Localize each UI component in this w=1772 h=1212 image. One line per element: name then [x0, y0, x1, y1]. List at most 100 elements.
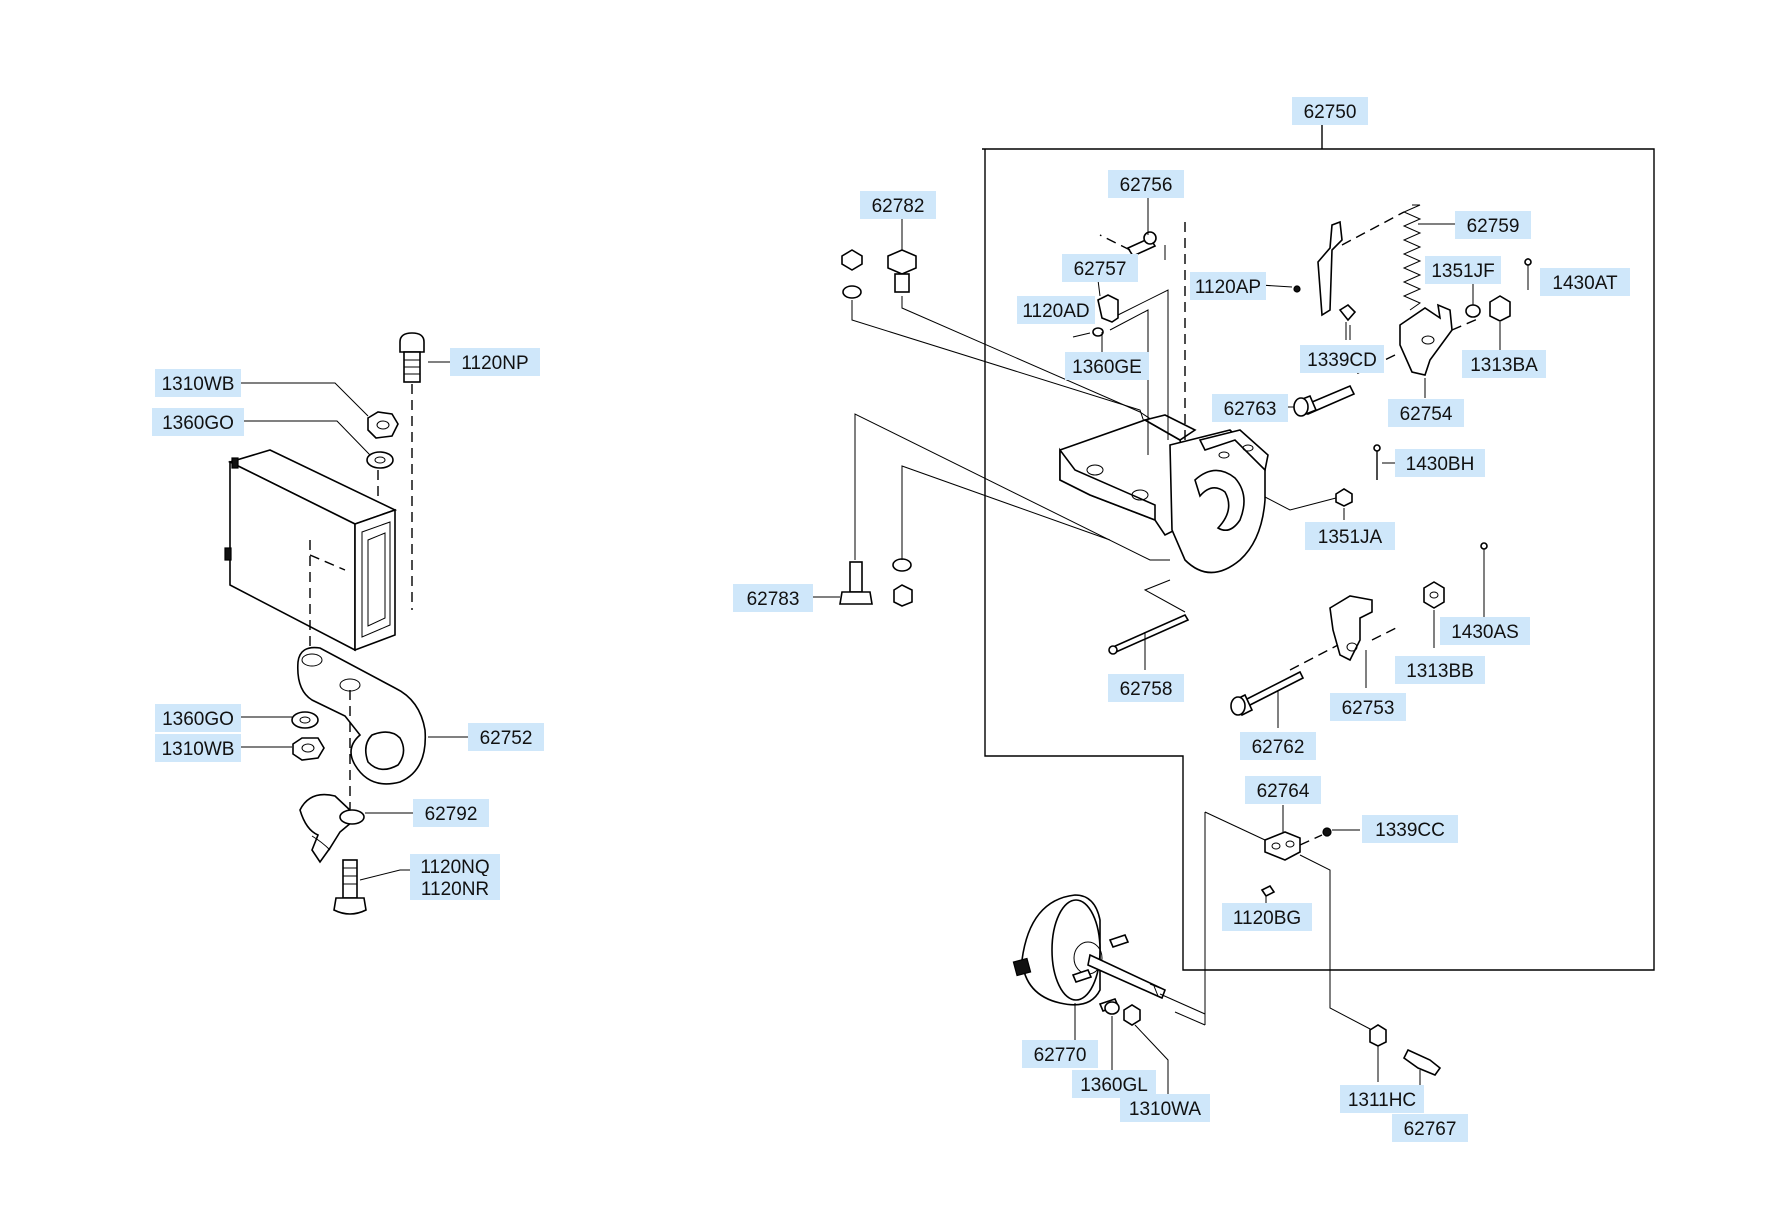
callout-62764: 62764 — [1245, 776, 1321, 804]
callout-text: 1351JA — [1318, 527, 1383, 548]
callout-text: 62764 — [1257, 781, 1310, 802]
callout-box — [1330, 693, 1406, 721]
callout-box — [1108, 674, 1184, 702]
callout-1313ba: 1313BA — [1462, 350, 1546, 378]
callout-box — [413, 799, 489, 827]
callout-text: 1120NR — [421, 879, 489, 900]
callout-text: 1430AS — [1451, 622, 1519, 643]
callout-text: 1120NQ — [420, 857, 489, 878]
callout-1360gl: 1360GL — [1072, 1070, 1156, 1098]
callout-text: 1310WA — [1129, 1099, 1201, 1120]
callout-1351ja: 1351JA — [1305, 522, 1395, 550]
callout-62756: 62756 — [1108, 170, 1184, 198]
callout-62752: 62752 — [468, 723, 544, 751]
callout-box — [1062, 254, 1138, 282]
callout-text: 1120AP — [1195, 277, 1261, 298]
callout-62758: 62758 — [1108, 674, 1184, 702]
callout-box — [1222, 903, 1312, 931]
callout-text: 1360GO — [162, 413, 234, 434]
callout-62767: 62767 — [1392, 1114, 1468, 1142]
callout-text: 62756 — [1120, 175, 1173, 196]
callout-1310wb-bot: 1310WB — [155, 734, 241, 762]
latch-62753-drawing — [1289, 595, 1401, 688]
callout-box — [1120, 1094, 1210, 1122]
callout-box — [1340, 1085, 1424, 1113]
callout-text: 1120BG — [1233, 908, 1301, 929]
callout-box — [1305, 522, 1395, 550]
callout-1120nq: 1120NQ — [410, 854, 500, 878]
left-leader-lines — [240, 361, 470, 881]
callout-1360ge: 1360GE — [1065, 352, 1149, 380]
callout-text: 62792 — [425, 804, 478, 825]
callout-box — [1212, 394, 1288, 422]
callout-text: 1360GO — [162, 709, 234, 730]
callout-text: 62758 — [1120, 679, 1173, 700]
callout-text: 1430AT — [1552, 273, 1618, 294]
callout-box — [1072, 1070, 1156, 1098]
callout-box — [1240, 732, 1316, 760]
callout-62763: 62763 — [1212, 394, 1288, 422]
callout-text: 1313BA — [1470, 355, 1538, 376]
callout-62770: 62770 — [1022, 1040, 1098, 1068]
nut-1351ja-drawing — [1264, 488, 1353, 520]
callout-62783: 62783 — [733, 584, 813, 612]
callout-62792: 62792 — [413, 799, 489, 827]
latch-62754-drawing — [1351, 258, 1532, 398]
callout-box — [1462, 350, 1546, 378]
callout-box — [410, 854, 500, 878]
callout-text: 62763 — [1224, 399, 1277, 420]
callout-text: 62753 — [1342, 698, 1395, 719]
callout-box — [1392, 1114, 1468, 1142]
callout-text: 1120AD — [1022, 301, 1089, 322]
callout-1430as: 1430AS — [1440, 617, 1530, 645]
right-assembly — [812, 198, 1532, 1112]
callout-text: 1351JF — [1431, 261, 1494, 282]
callout-1339cc: 1339CC — [1362, 815, 1458, 843]
pin-1430bh-drawing — [1373, 444, 1395, 480]
callout-62759: 62759 — [1455, 211, 1531, 239]
callout-box — [1292, 97, 1368, 125]
callout-box — [1395, 449, 1485, 477]
callout-1430at: 1430AT — [1540, 268, 1630, 296]
callout-box — [860, 191, 936, 219]
callout-text: 62782 — [872, 196, 925, 217]
callout-text: 62752 — [480, 728, 533, 749]
callout-text: 1311HC — [1348, 1090, 1416, 1111]
callout-text: 1339CC — [1375, 820, 1445, 841]
clip-62792-drawing — [299, 793, 365, 864]
bolt-1120nq-drawing — [333, 859, 367, 915]
callout-box — [155, 734, 241, 762]
clip-62757-drawing — [1072, 279, 1169, 455]
pintle-hook-drawing — [296, 646, 427, 820]
callout-box — [1190, 272, 1266, 300]
callout-text: 1360GL — [1080, 1075, 1148, 1096]
callout-1120np: 1120NP — [450, 348, 540, 376]
callout-1313bb: 1313BB — [1395, 656, 1485, 684]
nut-washer-top-drawing — [366, 411, 399, 510]
chamber-62770-drawing — [1012, 894, 1206, 1095]
callout-62762: 62762 — [1240, 732, 1316, 760]
left-assembly — [224, 332, 470, 915]
callout-box — [1540, 268, 1630, 296]
hitch-bracket-drawing — [224, 449, 398, 660]
bolt-62782-drawing — [841, 218, 1171, 441]
callout-1351jf: 1351JF — [1425, 256, 1501, 284]
callout-box — [1440, 617, 1530, 645]
right-leader-lines — [1164, 245, 1351, 340]
callout-text: 1339CD — [1307, 350, 1377, 371]
callout-text: 62762 — [1252, 737, 1305, 758]
callout-box — [1245, 776, 1321, 804]
callout-text: 1430BH — [1406, 454, 1475, 475]
callout-text: 62767 — [1404, 1119, 1457, 1140]
callout-text: 1310WB — [162, 374, 235, 395]
callout-box — [733, 584, 813, 612]
main-hitch-body-drawing — [1059, 414, 1269, 574]
callout-box — [1108, 170, 1184, 198]
callout-box — [1395, 656, 1485, 684]
lever-plate-drawing — [1259, 211, 1405, 340]
callout-box — [1300, 345, 1384, 373]
callout-box — [1362, 815, 1458, 843]
callout-box — [152, 408, 244, 436]
callout-1310wa: 1310WA — [1120, 1094, 1210, 1122]
